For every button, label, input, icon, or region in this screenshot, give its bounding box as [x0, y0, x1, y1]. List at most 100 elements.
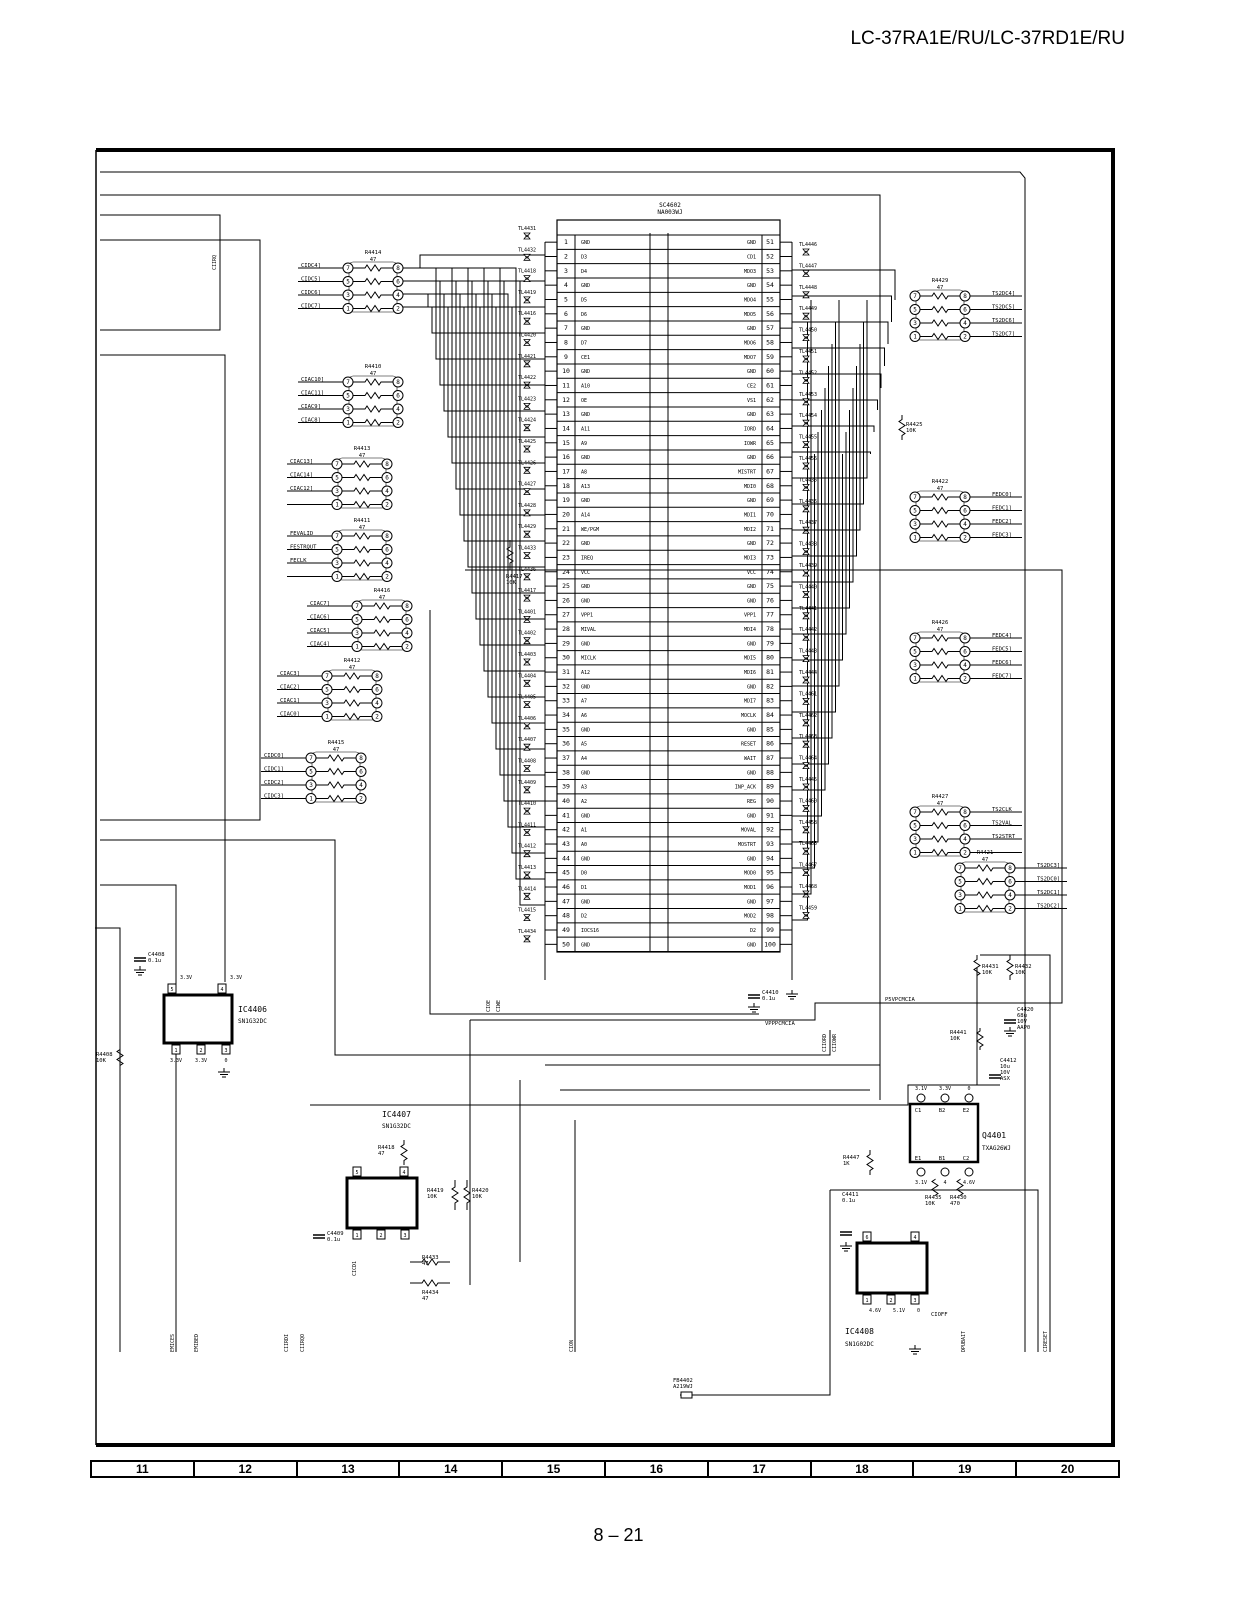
part-value: 47	[422, 1296, 429, 1302]
pin-number: 3	[913, 836, 917, 843]
net-label: DPUBAIT	[961, 1331, 967, 1352]
pin-voltage: 3.3V	[180, 975, 192, 981]
net-label: CIAC2]	[280, 685, 300, 691]
part-ref: R4432	[1015, 964, 1032, 970]
pin-number: 5	[913, 823, 917, 830]
resistor	[348, 264, 398, 272]
pin-circle	[909, 532, 921, 543]
connector-pin-name: A9	[581, 441, 587, 447]
connector-pin-name: IORD	[744, 426, 756, 432]
connector-pin-number: 91	[766, 811, 774, 819]
test-point-label: TL4460	[799, 798, 817, 804]
ic-pin-number: 3	[403, 1233, 406, 1239]
part-value: 47	[378, 1151, 385, 1157]
connector-pin-number: 44	[562, 854, 570, 862]
pin-circle	[959, 505, 971, 516]
connector-pin-number: 53	[766, 267, 774, 275]
pin-number: 2	[963, 676, 967, 683]
part-ref: C4409	[327, 1231, 344, 1237]
ic-pin-number: 4	[913, 1235, 916, 1241]
pin-circle	[954, 903, 966, 914]
pin-number: 6	[963, 307, 967, 314]
net-label: CIAC11]	[301, 391, 324, 397]
pin-number: 5	[346, 279, 350, 286]
ic-body	[162, 993, 234, 1045]
pin-voltage: 0	[967, 1086, 970, 1092]
pin-circle	[381, 485, 393, 497]
test-point	[802, 869, 810, 876]
connector-pin-name: A14	[581, 512, 590, 518]
test-point-label: TL4402	[518, 631, 536, 637]
part-value: 10K	[506, 580, 517, 586]
pin-circle	[351, 627, 363, 639]
connector-pin-number: 62	[766, 396, 774, 404]
net-label: CIAC7]	[310, 601, 330, 607]
connector-pin-name: GND	[747, 584, 756, 590]
pin-circle	[321, 684, 333, 695]
resistor-array-outline	[915, 805, 965, 857]
pin-circle	[959, 317, 971, 329]
test-point-label: TL4418	[518, 269, 536, 275]
test-point-label: TL4440	[799, 584, 817, 590]
pin-number: 8	[963, 635, 967, 642]
resistor-array-value: 47	[937, 627, 944, 633]
ground-symbol	[134, 966, 146, 976]
resistor	[348, 405, 398, 413]
net-label: TS2DC5]	[992, 305, 1015, 311]
net-label: CIIRQO	[300, 1334, 306, 1352]
connector-pin-name: GND	[581, 727, 590, 733]
connector-ref: SC4602	[659, 202, 681, 209]
connector-pin-number: 61	[766, 381, 774, 389]
connector-pin-name: GND	[747, 455, 756, 461]
connector-pin-name: D6	[581, 312, 587, 318]
ic-pin	[910, 1231, 920, 1242]
ic-pin-number: 2	[199, 1048, 202, 1054]
connector-pin-number: 46	[562, 883, 570, 891]
ic-pin	[167, 983, 177, 994]
test-point-label: TL4417	[518, 588, 536, 594]
test-point-label: TL4415	[518, 908, 536, 914]
test-point	[802, 441, 810, 448]
ic-pin	[352, 1166, 362, 1177]
test-point	[802, 591, 810, 598]
pin-circle	[959, 491, 971, 503]
test-point-label: TL4428	[518, 503, 536, 509]
test-point	[523, 317, 531, 325]
resistor	[337, 572, 387, 581]
connector-pin-number: 42	[562, 826, 570, 834]
pin-circle	[331, 472, 343, 483]
connector-pin-name: D0	[581, 871, 587, 877]
net-label: CIDC0]	[264, 753, 284, 759]
border-net	[100, 239, 261, 821]
net-label: EMICES	[170, 1334, 176, 1352]
net-label: CION	[569, 1340, 575, 1352]
pin-circle	[331, 458, 343, 470]
connector-pin-name: GND	[747, 541, 756, 547]
test-point-label: TL4436	[799, 499, 817, 505]
components	[116, 219, 1016, 1399]
test-point-label: TL4462	[799, 713, 817, 719]
part-ref: C4420	[1017, 1007, 1034, 1013]
net-label: TS2DC7]	[992, 332, 1015, 338]
part-value: 10V	[1000, 1070, 1011, 1076]
connector-pin-number: 22	[562, 539, 570, 547]
pin-circle	[959, 820, 971, 831]
connector-pin-number: 34	[562, 711, 570, 719]
connector-pin-number: 93	[766, 840, 774, 848]
resistor-array-ref: R4411	[354, 518, 371, 524]
pin-circle	[342, 417, 354, 428]
test-point-label: TL4412	[518, 844, 536, 850]
pin-circle	[909, 290, 921, 302]
bus-route	[792, 269, 896, 300]
resistor-array-outline	[915, 490, 965, 542]
net-label: FEDC6]	[992, 660, 1012, 666]
border-net	[100, 214, 221, 331]
pin-number: 5	[325, 687, 329, 694]
part-ref: R4431	[982, 964, 999, 970]
pin-number: 5	[913, 649, 917, 656]
connector-pin-number: 49	[562, 926, 570, 934]
connector-pin-name: MISTRT	[738, 469, 756, 475]
connector-pin-number: 13	[562, 410, 570, 418]
connector-pin-name: GND	[581, 770, 590, 776]
